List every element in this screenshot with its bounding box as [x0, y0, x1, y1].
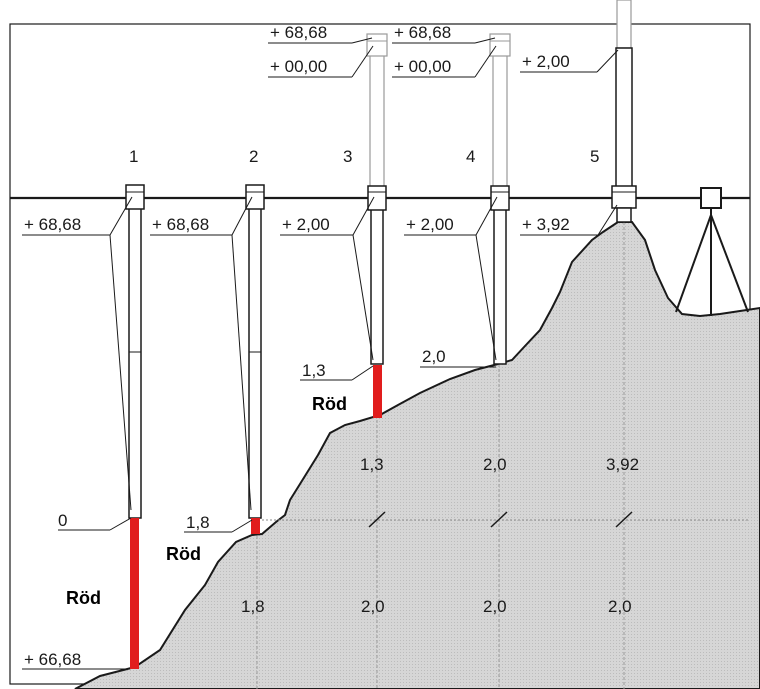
segment-lower-4: 2,0 — [483, 597, 507, 616]
rod-5-number: 5 — [590, 147, 599, 166]
rod-3 — [366, 33, 388, 418]
leader-lines — [22, 37, 619, 670]
rod-2-red-label: Röd — [166, 544, 201, 564]
rod-3-red-marker — [373, 365, 382, 418]
rod-4 — [489, 33, 511, 365]
rod-2-number: 2 — [249, 147, 258, 166]
rod-1-top-label: + 68,68 — [24, 215, 81, 234]
rod-4-number: 4 — [466, 147, 475, 166]
rod-1-reading: 0 — [58, 511, 67, 530]
ground-elevation-label: + 66,68 — [24, 650, 81, 669]
rod-5 — [611, 0, 637, 223]
rod-1-red-label: Röd — [66, 588, 101, 608]
rod-5-upper-label-a: + 2,00 — [522, 52, 570, 71]
segment-lower-3: 2,0 — [361, 597, 385, 616]
rod-3-upper-label-b: + 00,00 — [270, 57, 327, 76]
rod-3-number: 3 — [343, 147, 352, 166]
level-instrument — [675, 187, 749, 316]
rod-3-top-label: + 2,00 — [282, 215, 330, 234]
rod-3-red-label: Röd — [312, 394, 347, 414]
tick-4 — [490, 511, 508, 528]
rod-3-reading: 1,3 — [302, 361, 326, 380]
segment-upper-3: 1,3 — [360, 455, 384, 474]
segment-lower-2: 1,8 — [241, 597, 265, 616]
rod-4-upper-label-a: + 68,68 — [394, 23, 451, 42]
rod-3-upper-label-a: + 68,68 — [270, 23, 327, 42]
terrain — [74, 221, 760, 689]
rod-1-red-marker — [130, 518, 139, 669]
rod-4-reading: 2,0 — [422, 347, 446, 366]
rod-2 — [245, 184, 265, 534]
rod-1-number: 1 — [129, 147, 138, 166]
rod-4-upper-label-b: + 00,00 — [394, 57, 451, 76]
rod-2-reading: 1,8 — [186, 513, 210, 532]
rod-2-top-label: + 68,68 — [152, 215, 209, 234]
rod-4-top-label: + 2,00 — [406, 215, 454, 234]
segment-upper-4: 2,0 — [483, 455, 507, 474]
rod-1 — [125, 184, 145, 669]
segment-lower-5: 2,0 — [608, 597, 632, 616]
tick-3 — [368, 511, 386, 528]
tick-5 — [615, 511, 633, 528]
segment-upper-5: 3,92 — [606, 455, 639, 474]
rod-2-red-marker — [251, 518, 260, 534]
rod-5-top-label: + 3,92 — [522, 215, 570, 234]
